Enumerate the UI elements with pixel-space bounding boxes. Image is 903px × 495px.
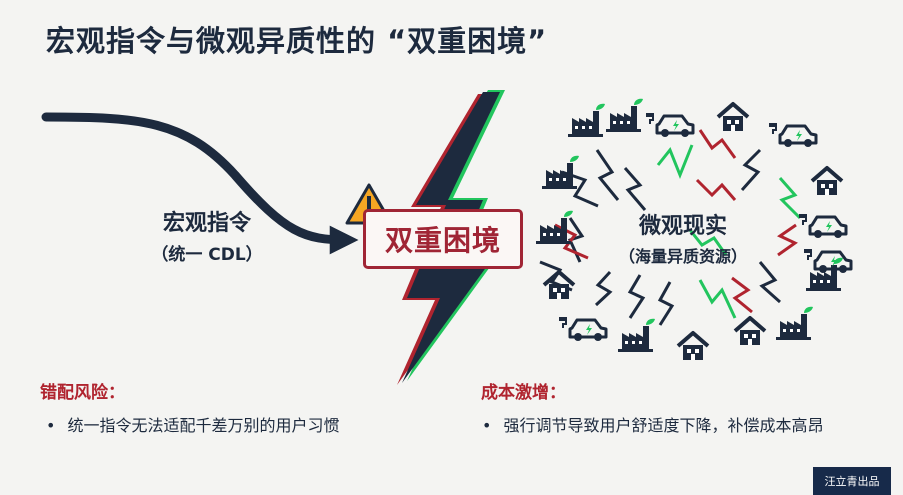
mismatch-risk-heading: 错配风险： bbox=[40, 383, 125, 403]
electric-car-icon bbox=[799, 214, 848, 238]
mismatch-risk-bullet: • 统一指令无法适配千差万别的用户习惯 bbox=[46, 412, 339, 436]
electric-car-icon bbox=[646, 113, 695, 137]
cost-surge-bullet: • 强行调节导致用户舒适度下降，补偿成本高昂 bbox=[482, 412, 823, 436]
cost-surge-heading: 成本激增： bbox=[481, 383, 566, 403]
house-icon bbox=[716, 102, 750, 131]
factory-icon bbox=[606, 98, 643, 132]
factory-icon bbox=[568, 103, 605, 137]
macro-command-arrow bbox=[41, 112, 359, 255]
author-badge: 汪立青出品 bbox=[813, 467, 891, 495]
factory-icon bbox=[542, 155, 579, 189]
house-icon bbox=[733, 316, 767, 345]
factory-icon bbox=[536, 210, 573, 244]
resource-icons bbox=[536, 98, 853, 360]
house-icon bbox=[542, 270, 576, 299]
electric-car-icon bbox=[769, 123, 818, 147]
dilemma-box: 双重困境 bbox=[363, 209, 523, 269]
micro-reality-label: 微观现实 bbox=[638, 214, 727, 239]
page-title: 宏观指令与微观异质性的 “双重困境” bbox=[46, 24, 548, 58]
dilemma-label: 双重困境 bbox=[384, 224, 501, 257]
factory-icon bbox=[806, 257, 843, 291]
house-icon bbox=[676, 331, 710, 360]
electric-car-icon bbox=[559, 317, 608, 341]
macro-command-label: 宏观指令 bbox=[162, 211, 251, 236]
factory-icon bbox=[776, 306, 813, 340]
cost-surge-text: 强行调节导致用户舒适度下降，补偿成本高昂 bbox=[503, 416, 824, 435]
house-icon bbox=[810, 166, 844, 195]
mismatch-risk-text: 统一指令无法适配千差万别的用户习惯 bbox=[67, 416, 340, 435]
macro-command-sublabel: （统一 CDL） bbox=[151, 245, 263, 265]
bullet-dot: • bbox=[482, 416, 492, 435]
factory-icon bbox=[618, 318, 655, 352]
bullet-dot: • bbox=[46, 416, 56, 435]
electric-car-icon bbox=[804, 249, 853, 273]
micro-reality-sublabel: （海量异质资源） bbox=[618, 247, 747, 266]
